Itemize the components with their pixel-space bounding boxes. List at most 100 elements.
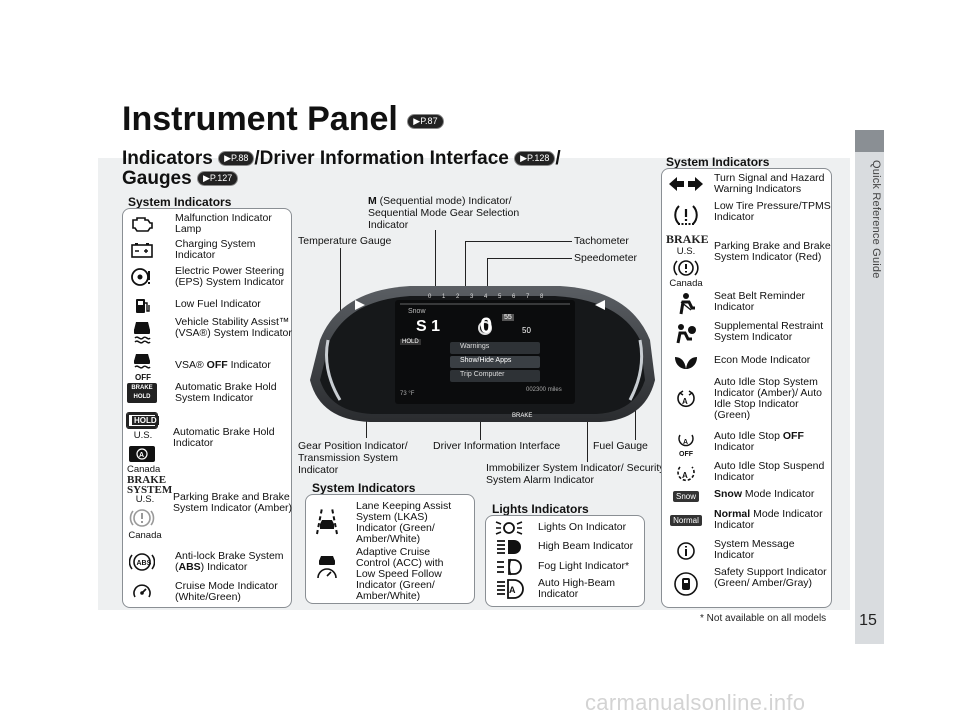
region-note-canada: Canada — [128, 530, 162, 541]
indicator-label: Auto Idle Stop OFF Indicator — [714, 430, 804, 453]
indicator-label: Snow Mode Indicator — [714, 488, 815, 500]
footnote: * Not available on all models — [700, 613, 827, 624]
indicator-label: Supplemental Restraint System Indicator — [714, 320, 824, 343]
indicator-row: Electric Power Steering (EPS) System Ind… — [127, 266, 299, 288]
indicator-label: Turn Signal and Hazard Warning Indicator… — [714, 172, 825, 195]
callout-fuel: Fuel Gauge — [593, 440, 648, 452]
cluster-speed: 0 — [480, 313, 493, 338]
indicator-row: Adaptive Cruise Control (ACC) with Low S… — [312, 547, 461, 602]
region-note-us: U.S. — [676, 246, 696, 257]
leader-line — [435, 230, 436, 323]
steering-warning-icon — [127, 266, 157, 288]
indicator-row: Econ Mode Indicator — [666, 351, 832, 373]
indicator-label: Cruise Mode Indicator (White/Green) — [175, 580, 278, 603]
vsa-off-icon: OFF — [127, 352, 157, 382]
leader-line — [340, 248, 341, 338]
turn-signal-icon — [666, 173, 706, 195]
section-title: Indicators ▶P.88/Driver Information Inte… — [122, 148, 561, 169]
indicator-label: Malfunction Indicator Lamp — [175, 212, 272, 235]
svg-text:A: A — [682, 397, 688, 406]
indicator-label: Charging System Indicator — [175, 238, 256, 261]
center-indicator-panel: Lane Keeping Assist System (LKAS) Indica… — [305, 494, 475, 604]
left-indicator-panel: Malfunction Indicator Lamp Charging Syst… — [122, 208, 292, 608]
indicator-label: Parking Brake and Brake System Indicator… — [714, 240, 831, 263]
brake-red-icon-group: BRAKE U.S. Canada — [666, 232, 709, 289]
indicator-label: Lights On Indicator — [538, 521, 627, 533]
cluster-temperature: 73 °F — [400, 391, 415, 397]
indicator-row: A Auto Idle Stop Suspend Indicator — [666, 461, 832, 485]
region-note-us: U.S. — [133, 430, 153, 441]
svg-text:A: A — [683, 439, 688, 446]
indicator-label: Adaptive Cruise Control (ACC) with Low S… — [356, 546, 444, 602]
hold-icon-group: HOLD U.S. A Canada — [126, 409, 160, 475]
hold-canada-icon: A — [127, 443, 157, 465]
callout-dii: Driver Information Interface — [433, 440, 561, 452]
indicator-row: A Auto High-Beam Indicator — [494, 578, 633, 600]
cluster-speed-limit: 55 — [502, 314, 514, 321]
indicator-label: Seat Belt Reminder Indicator — [714, 290, 806, 313]
leader-line — [587, 418, 588, 462]
callout-immobilizer: Immobilizer System Indicator/ Security S… — [486, 462, 665, 486]
page-ref-link[interactable]: ▶P.88 — [218, 151, 255, 167]
svg-text:A: A — [139, 452, 144, 459]
svg-text:OFF: OFF — [135, 373, 151, 382]
vsa-icon — [127, 317, 157, 347]
indicator-label: Safety Support Indicator (Green/ Amber/G… — [714, 566, 827, 589]
indicator-label: Electric Power Steering (EPS) System Ind… — [175, 265, 285, 288]
page-ref-link[interactable]: ▶P.128 — [514, 151, 556, 167]
callout-gear: Gear Position Indicator/ Transmission Sy… — [298, 440, 408, 476]
page-ref-link[interactable]: ▶P.127 — [196, 171, 239, 187]
indicator-row: Seat Belt Reminder Indicator — [666, 291, 832, 317]
indicator-label: Automatic Brake Hold Indicator — [173, 426, 275, 449]
snow-icon: Snow — [666, 489, 706, 503]
region-note-canada: Canada — [669, 278, 703, 289]
cluster-menu-item: Warnings — [460, 343, 490, 350]
normal-icon: Normal — [666, 509, 706, 531]
cruise-icon — [127, 581, 157, 603]
indicator-label: Auto High-Beam Indicator — [538, 577, 616, 600]
cluster-gear-display: S 1 — [416, 318, 441, 335]
indicator-row: Vehicle Stability Assist™ (VSA®) System … — [127, 317, 295, 347]
brake-circle-icon — [127, 505, 157, 531]
tach-tick-label: 5 — [498, 294, 502, 300]
indicator-label: Auto Idle Stop Suspend Indicator — [714, 460, 825, 483]
indicator-row: Cruise Mode Indicator (White/Green) — [127, 581, 295, 603]
indicator-label: Fog Light Indicator* — [538, 560, 630, 572]
lights-on-icon — [494, 519, 524, 537]
callout-speedo: Speedometer — [574, 252, 638, 264]
leader-line — [480, 405, 481, 440]
indicator-row: ABS Anti-lock Brake System (ABS) Indicat… — [127, 551, 299, 573]
fog-light-icon — [494, 558, 524, 576]
indicator-row: OFF VSA® OFF Indicator — [127, 352, 295, 382]
tach-tick-label: 8 — [540, 294, 544, 300]
callout-m-indicator: M (Sequential mode) Indicator/ Sequentia… — [368, 195, 520, 231]
cluster-snow-label: Snow — [408, 308, 426, 315]
cluster-menu-item: Show/Hide Apps — [460, 357, 512, 364]
indicator-row: System Message Indicator — [666, 539, 832, 563]
indicator-label: Vehicle Stability Assist™ (VSA®) System … — [175, 316, 292, 339]
lights-heading: Lights Indicators — [492, 502, 589, 516]
indicator-label: Econ Mode Indicator — [714, 354, 811, 366]
page-ref-link[interactable]: ▶P.87 — [407, 113, 444, 129]
indicator-label: Automatic Brake Hold System Indicator — [175, 381, 277, 404]
tach-tick-label: 3 — [470, 294, 474, 300]
callout-temp: Temperature Gauge — [298, 235, 392, 247]
seat-belt-icon — [666, 291, 706, 317]
right-system-heading: System Indicators — [666, 155, 770, 169]
svg-text:ABS: ABS — [137, 560, 152, 567]
region-note-us: U.S. — [135, 494, 155, 505]
instrument-cluster: S 1 Snow 0 55 50 Warnings Show/Hide Apps… — [300, 280, 662, 426]
indicator-row: Low Fuel Indicator — [127, 295, 295, 317]
lkas-icon — [312, 501, 342, 541]
indicator-row: Malfunction Indicator Lamp — [127, 213, 295, 235]
indicator-row: Lane Keeping Assist System (LKAS) Indica… — [312, 501, 461, 545]
hold-icon: HOLD — [126, 409, 159, 431]
tach-tick-label: 2 — [456, 294, 460, 300]
side-tab-label: Quick Reference Guide — [870, 160, 882, 279]
indicator-label: Lane Keeping Assist System (LKAS) Indica… — [356, 500, 452, 545]
